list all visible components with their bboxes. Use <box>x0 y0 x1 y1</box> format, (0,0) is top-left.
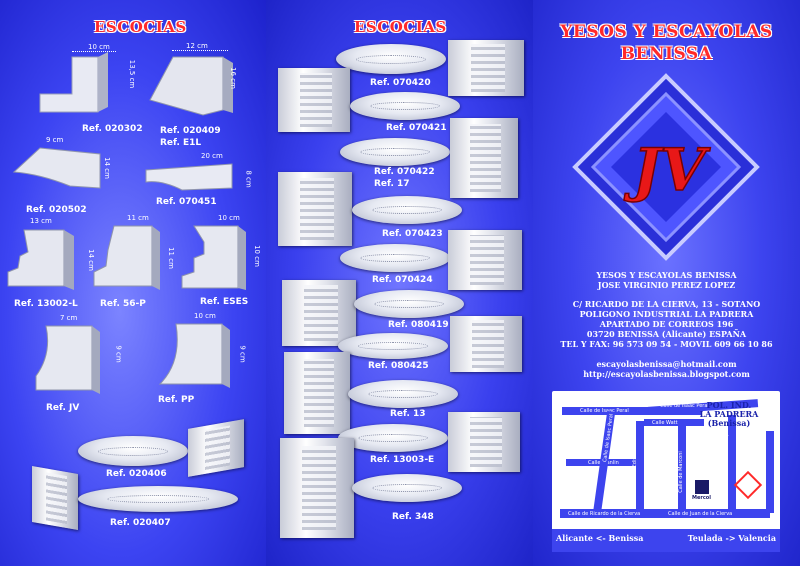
rosette-020406 <box>78 436 188 466</box>
direction-left: Alicante <- Benissa <box>556 533 644 543</box>
company-title-line2: BENISSA <box>620 44 713 64</box>
molding-eses <box>181 225 246 290</box>
dimension-label: 10 cm <box>88 43 110 51</box>
address-line: APARTADO DE CORREOS 196 <box>599 319 734 329</box>
svg-text:JV: JV <box>623 136 710 204</box>
address-line: POLIGONO INDUSTRIAL LA PADRERA <box>579 309 754 319</box>
panel-title: ESCOCIAS <box>94 18 187 36</box>
panel-title: ESCOCIAS <box>354 18 447 36</box>
location-marker-icon <box>733 470 763 500</box>
location-map: Calle de Isaac Peral Calle de Isaac Pera… <box>552 391 780 552</box>
molding-13002-l <box>7 229 74 290</box>
direction-right: Teulada -> Valencia <box>687 533 776 543</box>
molding-pp <box>158 323 230 388</box>
email-link[interactable]: escayolasbenissa@hotmail.com <box>596 359 737 369</box>
molding-020502 <box>12 147 101 189</box>
molding-56-p <box>93 225 160 290</box>
ref-label: Ref. 020302 <box>82 124 143 134</box>
owner-name: JOSE VIRGINIO PEREZ LOPEZ <box>597 280 736 290</box>
catalog-panel-center: ESCOCIAS Ref. 070420 Ref. 070421 Ref. 07… <box>266 0 533 566</box>
address-line: C/ RICARDO DE LA CIERVA, 13 - SOTANO <box>572 299 761 309</box>
molding-020409 <box>149 56 233 116</box>
molding-jv <box>35 325 100 394</box>
jv-logo: JV <box>572 73 760 261</box>
molding-070451 <box>145 163 233 191</box>
catalog-panel-left: ESCOCIAS 10 cm 13,5 cm Ref. 020302 12 cm… <box>0 0 266 566</box>
store-icon <box>694 479 710 495</box>
phone-line: TEL Y FAX: 96 573 09 54 - MOVIL 609 66 1… <box>560 339 773 349</box>
company-title: YESOS Y ESCAYOLAS <box>560 22 773 42</box>
website-link[interactable]: http://escayolasbenissa.blogspot.com <box>583 369 750 379</box>
rosette-020407 <box>78 486 238 512</box>
map-label: POL. IND. LA PADRERA (Benissa) <box>699 400 759 428</box>
address-line: 03720 BENISSA (Alicante) ESPAÑA <box>586 329 747 339</box>
company-name: YESOS Y ESCAYOLAS BENISSA <box>596 270 737 280</box>
molding-020302 <box>39 52 108 113</box>
